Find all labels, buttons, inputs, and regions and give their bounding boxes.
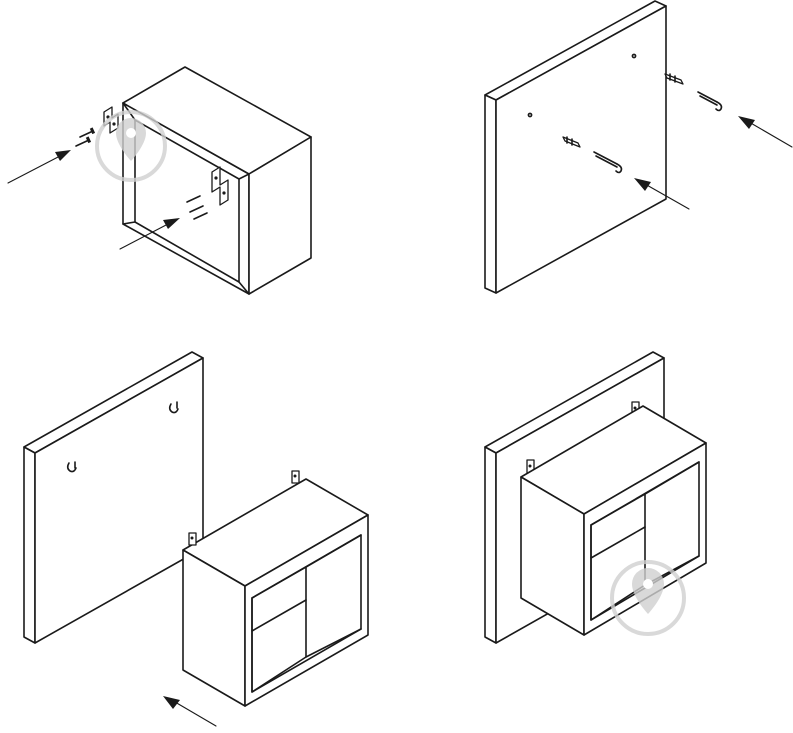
- pin-logo-watermark-2: [610, 560, 686, 636]
- bracket-box-left: [188, 532, 197, 546]
- bracket-box-right: [291, 470, 300, 484]
- dowel-right: [664, 73, 684, 85]
- drill-hole-left: [527, 112, 533, 118]
- arrow-panel-lower: [634, 178, 690, 210]
- box-side-face: [248, 136, 312, 295]
- bracket-right: [211, 166, 229, 206]
- arrow-panel-upper: [738, 116, 793, 148]
- arrow-left-in: [7, 150, 71, 184]
- dowel-left: [562, 136, 581, 148]
- step-1-panel: [7, 66, 312, 295]
- arrow-right-in: [119, 218, 180, 250]
- step-4-panel: [484, 351, 707, 644]
- wall-panel-face: [495, 5, 667, 294]
- hook-mounted-left: [66, 461, 77, 473]
- arrow-box-move: [163, 696, 217, 727]
- panel-edge: [23, 446, 36, 644]
- mounted-panel-edge: [484, 446, 497, 644]
- screws-left: [75, 127, 96, 147]
- pin-logo-watermark: [95, 110, 167, 182]
- wall-panel-edge: [484, 94, 497, 294]
- screws-right: [186, 195, 208, 220]
- hook-left: [593, 151, 623, 174]
- box-front: [182, 478, 369, 707]
- hook-mounted-right: [168, 401, 179, 414]
- hook-right: [697, 91, 723, 112]
- open-box: [122, 66, 312, 295]
- step-3-panel: [23, 351, 369, 727]
- drill-hole-right: [631, 53, 637, 59]
- step-2-panel: [484, 0, 793, 294]
